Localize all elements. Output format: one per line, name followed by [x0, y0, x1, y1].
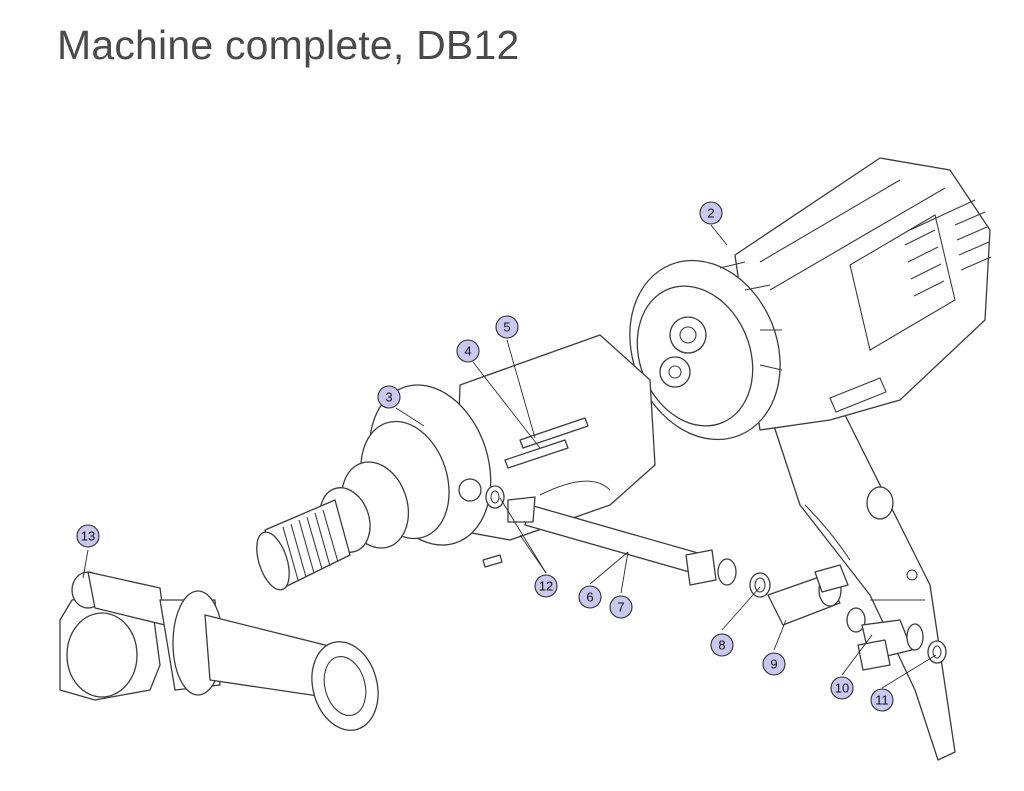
gearbox-screws — [482, 417, 589, 568]
callout-label: 13 — [81, 529, 95, 544]
callouts: 2 3 4 5 6 7 8 9 — [76, 201, 894, 712]
callout-label: 8 — [718, 638, 725, 653]
coupling — [767, 564, 849, 626]
callout-13: 13 — [76, 524, 100, 548]
gearbox — [256, 334, 656, 591]
callout-10: 10 — [830, 676, 854, 700]
callout-label: 10 — [835, 681, 849, 696]
water-valve — [857, 619, 924, 671]
callout-3: 3 — [377, 385, 401, 409]
o-ring-11 — [927, 640, 947, 664]
callout-label: 4 — [464, 344, 471, 359]
callout-4: 4 — [456, 339, 480, 363]
o-ring-extra — [846, 607, 866, 633]
callout-2: 2 — [699, 201, 723, 225]
side-handle — [59, 571, 379, 731]
callout-label: 11 — [875, 693, 889, 708]
callout-9: 9 — [762, 652, 786, 676]
callout-8: 8 — [710, 633, 734, 657]
leader-lines — [82, 224, 937, 689]
motor-unit — [629, 157, 992, 761]
callout-label: 2 — [707, 206, 714, 221]
callout-label: 3 — [385, 390, 392, 405]
callout-label: 12 — [539, 579, 553, 594]
callout-label: 6 — [586, 590, 593, 605]
callout-7: 7 — [609, 595, 633, 619]
o-ring-8 — [749, 572, 771, 598]
callout-12: 12 — [534, 574, 558, 598]
callout-label: 7 — [617, 600, 624, 615]
callout-label: 9 — [770, 657, 777, 672]
callout-11: 11 — [870, 688, 894, 712]
o-ring-12 — [485, 485, 505, 509]
callout-label: 5 — [503, 320, 510, 335]
page-title: Machine complete, DB12 — [57, 22, 520, 68]
water-pipe — [507, 496, 737, 586]
callout-6: 6 — [578, 585, 602, 609]
callout-5: 5 — [495, 315, 519, 339]
